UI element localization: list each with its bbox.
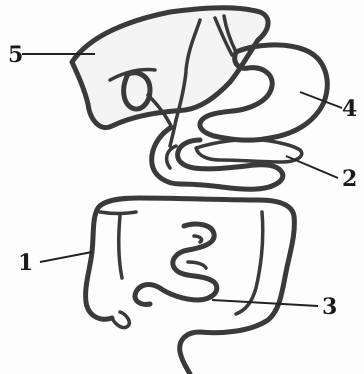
pancreas bbox=[196, 139, 302, 162]
label-liver: 5 bbox=[8, 42, 23, 68]
small-intestine bbox=[135, 224, 217, 304]
label-pancreas: 2 bbox=[342, 166, 357, 192]
label-small-intestine: 3 bbox=[322, 294, 337, 320]
appendix bbox=[112, 312, 129, 328]
leader-large-intestine bbox=[40, 252, 92, 262]
leader-small-intestine bbox=[212, 300, 318, 306]
leader-pancreas bbox=[286, 156, 338, 178]
label-large-intestine: 1 bbox=[18, 250, 33, 276]
label-stomach: 4 bbox=[342, 96, 357, 122]
